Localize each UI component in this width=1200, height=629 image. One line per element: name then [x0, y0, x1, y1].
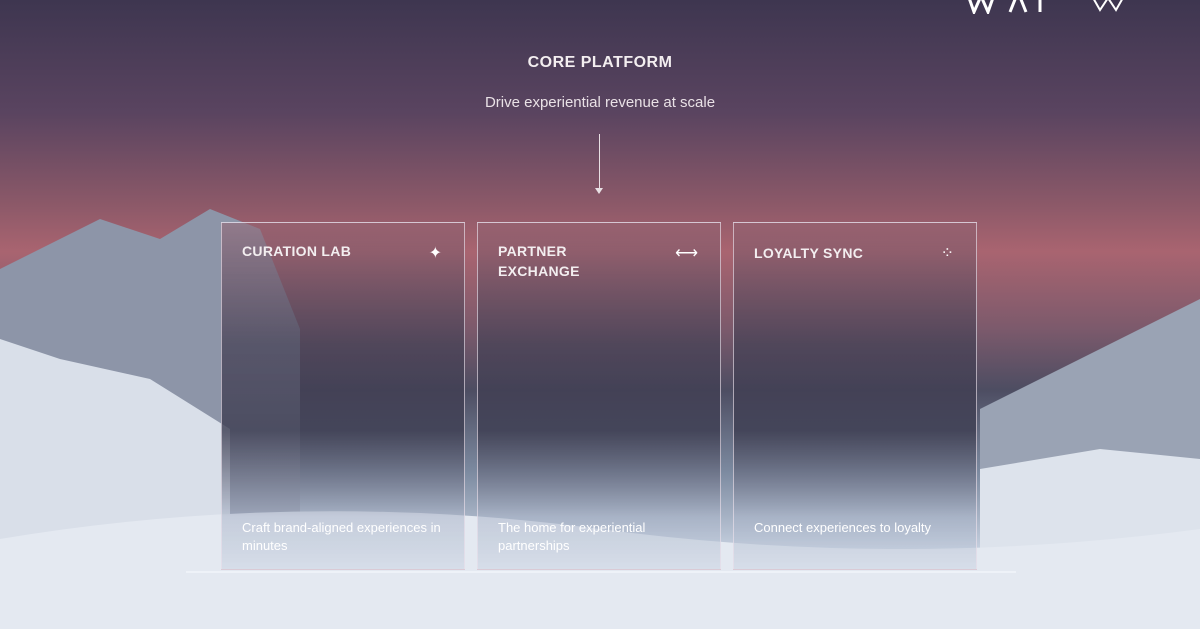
down-arrow-icon: [595, 134, 603, 194]
card-description: The home for experiential partnerships: [498, 520, 646, 553]
card-loyalty-sync[interactable]: LOYALTY SYNC ⁘ Connect experiences to lo…: [733, 222, 977, 570]
card-title: LOYALTY SYNC: [754, 245, 864, 261]
card-title: CURATION LAB: [242, 243, 352, 259]
brand-logo: [968, 0, 1123, 14]
page-subtitle: Drive experiential revenue at scale: [484, 94, 716, 111]
card-description: Craft brand-aligned experiences in minut…: [242, 520, 441, 553]
card-partner-exchange[interactable]: PARTNER EXCHANGE ⟷ The home for experien…: [477, 222, 721, 570]
page-title: CORE PLATFORM: [527, 54, 673, 71]
four-dots-icon: ⁘: [940, 245, 954, 262]
sparkle-icon: ✦: [428, 245, 442, 262]
card-curation-lab[interactable]: CURATION LAB ✦ Craft brand-aligned exper…: [221, 222, 465, 570]
card-description: Connect experiences to loyalty: [754, 520, 932, 535]
base-line: [186, 571, 1016, 573]
card-title: PARTNER EXCHANGE: [498, 243, 580, 279]
double-arrow-icon: ⟷: [675, 245, 698, 262]
